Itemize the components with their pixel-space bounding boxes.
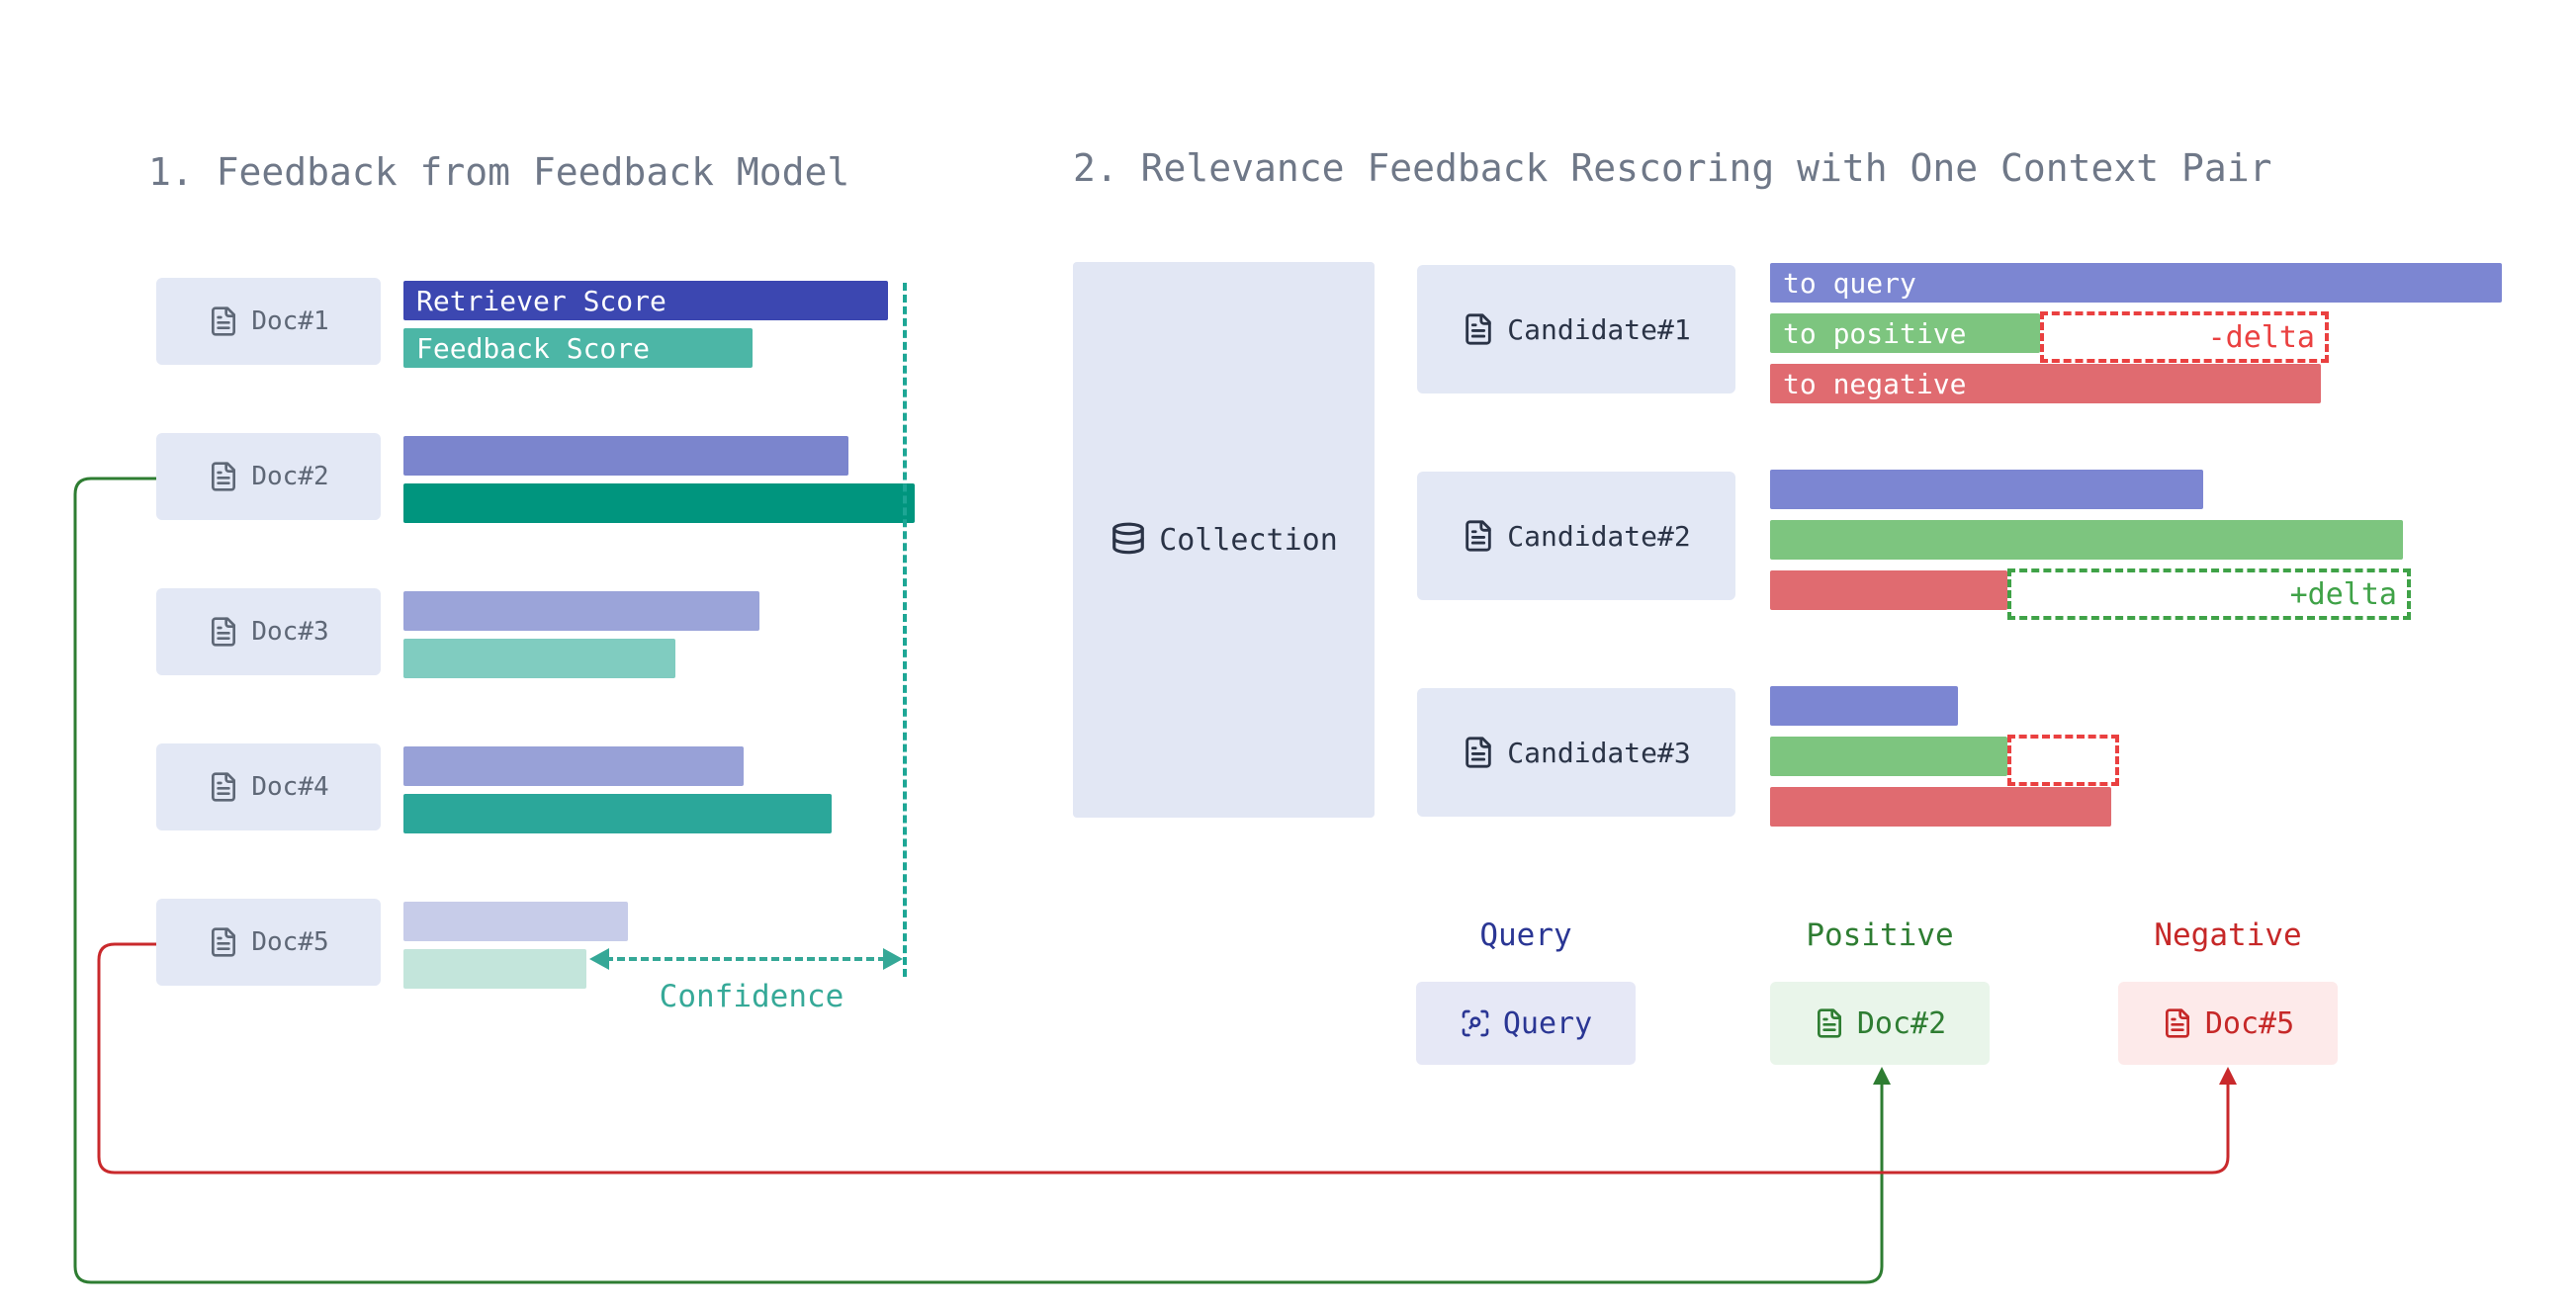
- to-positive-label: to positive: [1783, 316, 1967, 350]
- plus-delta-label: +delta: [2289, 576, 2397, 612]
- to-query-label: to query: [1783, 266, 1916, 300]
- negative-box: Doc#5: [2118, 982, 2338, 1065]
- confidence-label: Confidence: [659, 979, 844, 1014]
- file-text-icon: [208, 771, 239, 803]
- doc3-box: Doc#3: [156, 588, 381, 675]
- file-text-icon: [208, 616, 239, 648]
- feedback-score-bar: [403, 949, 586, 989]
- database-icon: [1110, 521, 1147, 559]
- confidence-arrow: [605, 957, 898, 961]
- to-positive-bar: [1770, 520, 2403, 560]
- candidate-label: Candidate#1: [1507, 312, 1691, 346]
- doc2-box: Doc#2: [156, 433, 381, 520]
- retriever-score-bar: [403, 436, 848, 476]
- candidate2-box: Candidate#2: [1417, 472, 1735, 600]
- confidence-guide-line: [903, 283, 907, 977]
- arrow-right-icon: [883, 948, 903, 970]
- retriever-score-bar: [403, 902, 628, 941]
- file-text-icon: [1462, 312, 1495, 346]
- positive-arrowhead: [1873, 1067, 1891, 1085]
- query-box: Query: [1416, 982, 1636, 1065]
- arrow-left-icon: [589, 948, 609, 970]
- file-text-icon: [1462, 736, 1495, 769]
- minus-delta-box: -delta: [2040, 311, 2329, 363]
- negative-arrowhead: [2219, 1067, 2237, 1085]
- to-negative-bar: [1770, 787, 2111, 827]
- feedback-score-bar: [403, 639, 675, 678]
- doc4-box: Doc#4: [156, 743, 381, 830]
- doc-label: Doc#2: [251, 462, 329, 491]
- file-text-icon: [1462, 519, 1495, 553]
- doc-label: Doc#1: [251, 306, 329, 336]
- section2-title: 2. Relevance Feedback Rescoring with One…: [1073, 146, 2272, 190]
- to-query-bar: [1770, 470, 2203, 509]
- negative-box-label: Doc#5: [2204, 1005, 2295, 1041]
- to-query-bar: [1770, 686, 1958, 726]
- query-heading: Query: [1479, 917, 1572, 953]
- to-positive-bar: [1770, 737, 2007, 776]
- file-text-icon: [1814, 1007, 1845, 1039]
- retriever-score-label: Retriever Score: [416, 284, 666, 317]
- positive-box-label: Doc#2: [1856, 1005, 1947, 1041]
- collection-box: Collection: [1073, 262, 1375, 818]
- to-negative-bar: to negative: [1770, 364, 2321, 403]
- minus-delta-box: [2007, 735, 2119, 786]
- candidate-label: Candidate#3: [1507, 736, 1691, 769]
- to-negative-label: to negative: [1783, 367, 1967, 400]
- retriever-score-bar: Retriever Score: [403, 281, 888, 320]
- plus-delta-box: +delta: [2007, 568, 2411, 620]
- retriever-score-bar: [403, 746, 744, 786]
- minus-delta-label: -delta: [2207, 319, 2315, 355]
- to-positive-bar: to positive: [1770, 313, 2040, 353]
- doc-label: Doc#3: [251, 617, 329, 647]
- file-text-icon: [208, 305, 239, 337]
- doc1-box: Doc#1: [156, 278, 381, 365]
- retriever-score-bar: [403, 591, 759, 631]
- candidate3-box: Candidate#3: [1417, 688, 1735, 817]
- doc-label: Doc#5: [251, 927, 329, 957]
- feedback-score-bar: [403, 794, 832, 833]
- feedback-score-bar: Feedback Score: [403, 328, 753, 368]
- positive-heading: Positive: [1806, 917, 1954, 953]
- doc5-box: Doc#5: [156, 899, 381, 986]
- file-text-icon: [208, 926, 239, 958]
- to-negative-bar: [1770, 570, 2007, 610]
- file-text-icon: [2162, 1007, 2193, 1039]
- query-box-label: Query: [1502, 1005, 1593, 1041]
- scan-search-icon: [1460, 1007, 1491, 1039]
- to-query-bar: to query: [1770, 263, 2502, 303]
- doc-label: Doc#4: [251, 772, 329, 802]
- feedback-score-bar: [403, 483, 915, 523]
- section1-title: 1. Feedback from Feedback Model: [148, 150, 850, 194]
- negative-heading: Negative: [2154, 917, 2302, 953]
- candidate1-box: Candidate#1: [1417, 265, 1735, 393]
- positive-box: Doc#2: [1770, 982, 1990, 1065]
- file-text-icon: [208, 461, 239, 492]
- candidate-label: Candidate#2: [1507, 519, 1691, 553]
- collection-label: Collection: [1159, 522, 1338, 558]
- feedback-score-label: Feedback Score: [416, 331, 651, 365]
